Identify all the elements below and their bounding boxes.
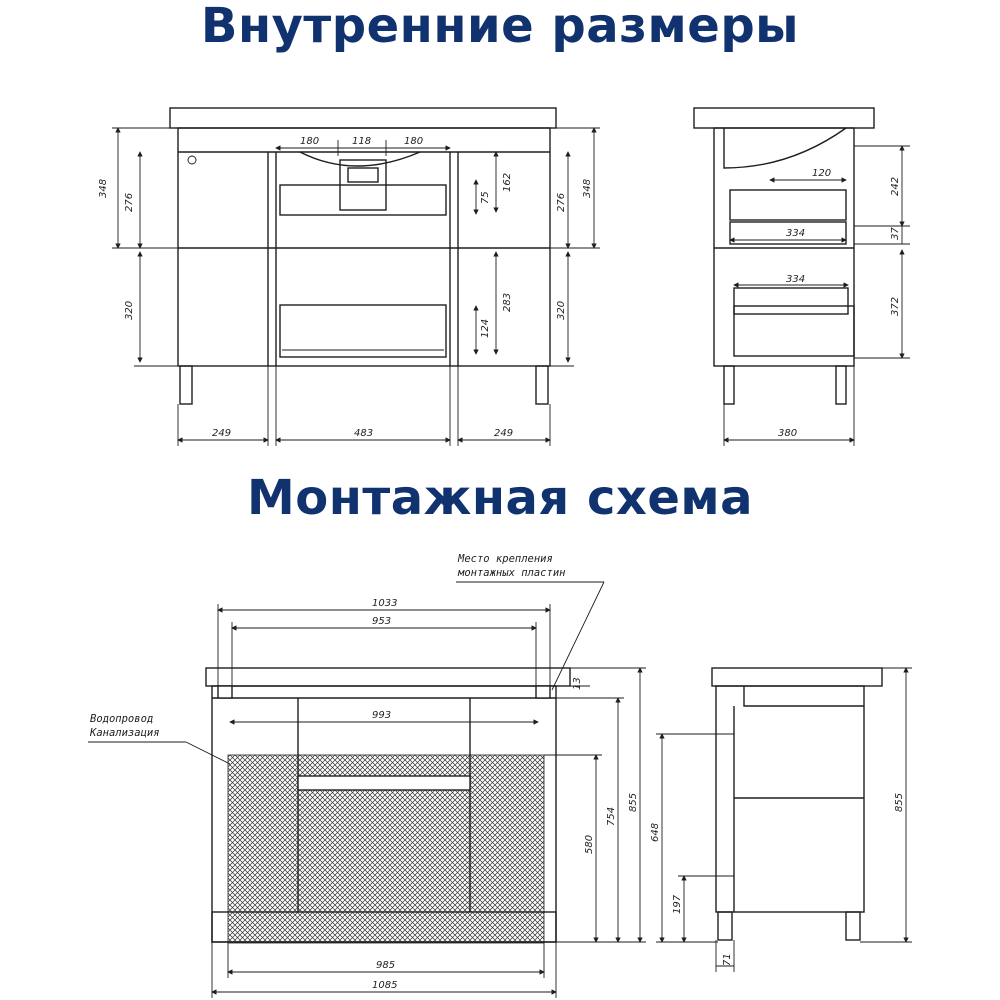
title-mounting-scheme: Монтажная схема	[246, 470, 754, 526]
side-upper-drawer	[729, 189, 847, 221]
dim-334-upper: 334	[786, 228, 805, 239]
side-mount-leg-right	[845, 911, 861, 941]
side-leg-left	[723, 365, 735, 405]
dim-483: 483	[354, 428, 373, 439]
side-sink-bowl	[723, 127, 847, 169]
dim-648: 648	[650, 823, 661, 842]
dim-380: 380	[778, 428, 797, 439]
label-fixing-line1: Место крепления	[457, 553, 553, 565]
sink-bowl	[299, 151, 421, 167]
leg-left	[179, 365, 193, 405]
dim-162: 162	[502, 173, 513, 192]
dim-249-right: 249	[494, 428, 513, 439]
label-fixing-line2: монтажных пластин	[457, 567, 565, 579]
dim-276-right: 276	[556, 193, 567, 212]
dim-1085: 1085	[372, 980, 397, 991]
dim-855-side: 855	[894, 793, 905, 812]
side-body	[713, 127, 855, 367]
front-mount-view: 1033 953 993 13 580 754 855 985 1085 Мес…	[88, 553, 646, 998]
dim-276-left: 276	[124, 193, 135, 212]
dim-320-right: 320	[556, 301, 567, 320]
side-lower-drawer	[733, 305, 855, 357]
side-mount-view: 648 197 855 71	[650, 667, 912, 972]
mount-countertop	[205, 667, 571, 687]
dim-37: 37	[890, 227, 901, 240]
hinge-icon	[187, 155, 197, 165]
dim-120: 120	[812, 168, 831, 179]
side-mount-countertop	[711, 667, 883, 687]
dim-13: 13	[572, 677, 583, 690]
dim-320-left: 320	[124, 301, 135, 320]
countertop	[169, 107, 557, 129]
dim-180-right: 180	[404, 136, 423, 147]
dim-71: 71	[722, 953, 733, 966]
dim-283: 283	[502, 293, 513, 312]
side-leg-right	[835, 365, 847, 405]
mount-drawer-handle	[297, 775, 471, 791]
fixing-plate-left	[217, 685, 233, 699]
dim-242: 242	[890, 177, 901, 196]
leg-right	[535, 365, 549, 405]
dim-197: 197	[672, 894, 683, 914]
dim-953: 953	[372, 616, 391, 627]
fixing-plate-right	[535, 685, 551, 699]
side-inner-view: 120 334 334 242 37 372 380	[693, 107, 910, 446]
label-pipes-line1: Водопровод	[90, 713, 153, 725]
lower-drawer	[279, 304, 447, 358]
side-countertop	[693, 107, 875, 129]
front-inner-view: 180 118 180 348 276 320 348 276 320 162 …	[98, 107, 600, 446]
dim-985: 985	[376, 960, 395, 971]
dim-348-left: 348	[98, 179, 109, 198]
dim-1033: 1033	[372, 598, 397, 609]
dim-754: 754	[606, 807, 617, 826]
dim-118: 118	[352, 136, 371, 147]
dim-348-right: 348	[582, 179, 593, 198]
dim-180-left: 180	[300, 136, 319, 147]
side-mount-body	[715, 685, 865, 913]
upper-drawer	[279, 184, 447, 216]
dim-334-lower: 334	[786, 274, 805, 285]
dim-372: 372	[890, 297, 901, 316]
side-mount-leg-left	[717, 911, 733, 941]
dim-124: 124	[480, 319, 491, 338]
dim-580: 580	[584, 835, 595, 854]
title-inner-dimensions: Внутренние размеры	[200, 0, 800, 54]
cabinet-body	[177, 127, 551, 367]
dim-855-front: 855	[628, 793, 639, 812]
dim-993: 993	[372, 710, 391, 721]
side-mount-sink	[743, 686, 864, 707]
dim-75: 75	[480, 191, 491, 204]
dim-249-left: 249	[212, 428, 231, 439]
side-lower-drawer-top	[733, 287, 849, 315]
label-pipes-line2: Канализация	[89, 727, 160, 739]
